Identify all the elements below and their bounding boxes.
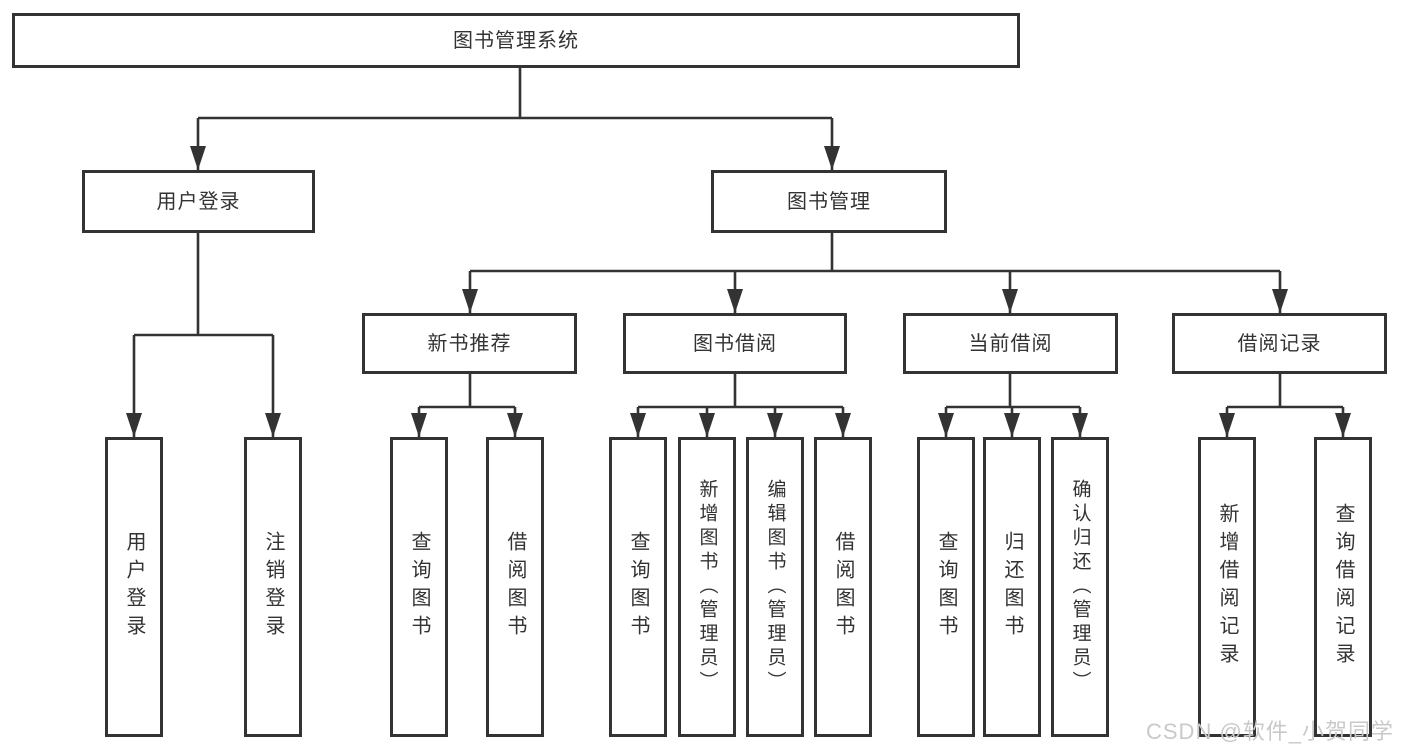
leaf-nb-query-book: 查询图书 [390, 437, 448, 737]
leaf-cb-return-book: 归还图书 [983, 437, 1041, 737]
connector-book-mgmt-branch [470, 233, 1280, 273]
watermark: CSDN @软件_小贺同学 [1146, 719, 1395, 744]
leaf-br-add-record: 新增借阅记录 [1198, 437, 1256, 737]
connector-borrow-record-branch [1227, 374, 1343, 409]
node-new-book-rec: 新书推荐 [362, 313, 577, 374]
node-book-mgmt: 图书管理 [711, 170, 947, 233]
leaf-bb-add-book: 新增图书（管理员） [678, 437, 736, 737]
node-user-login: 用户登录 [82, 170, 315, 233]
leaf-nb-borrow-book: 借阅图书 [486, 437, 544, 737]
node-book-borrow: 图书借阅 [623, 313, 847, 374]
leaf-logout: 注销登录 [244, 437, 302, 737]
connector-new-book-rec-branch [419, 374, 515, 409]
connector-user-login-branch [134, 233, 273, 337]
leaf-cb-confirm-return: 确认归还（管理员） [1051, 437, 1109, 737]
node-root: 图书管理系统 [12, 13, 1020, 68]
connector-root-branch [198, 68, 832, 120]
connector-book-borrow-branch [638, 374, 843, 409]
leaf-user-login: 用户登录 [105, 437, 163, 737]
connector-current-borrow-branch [946, 374, 1080, 409]
leaf-bb-edit-book: 编辑图书（管理员） [746, 437, 804, 737]
leaf-bb-query-book: 查询图书 [609, 437, 667, 737]
node-current-borrow: 当前借阅 [903, 313, 1118, 374]
leaf-cb-query-book: 查询图书 [917, 437, 975, 737]
leaf-bb-borrow-book: 借阅图书 [814, 437, 872, 737]
leaf-br-query-record: 查询借阅记录 [1314, 437, 1372, 737]
node-borrow-record: 借阅记录 [1172, 313, 1387, 374]
